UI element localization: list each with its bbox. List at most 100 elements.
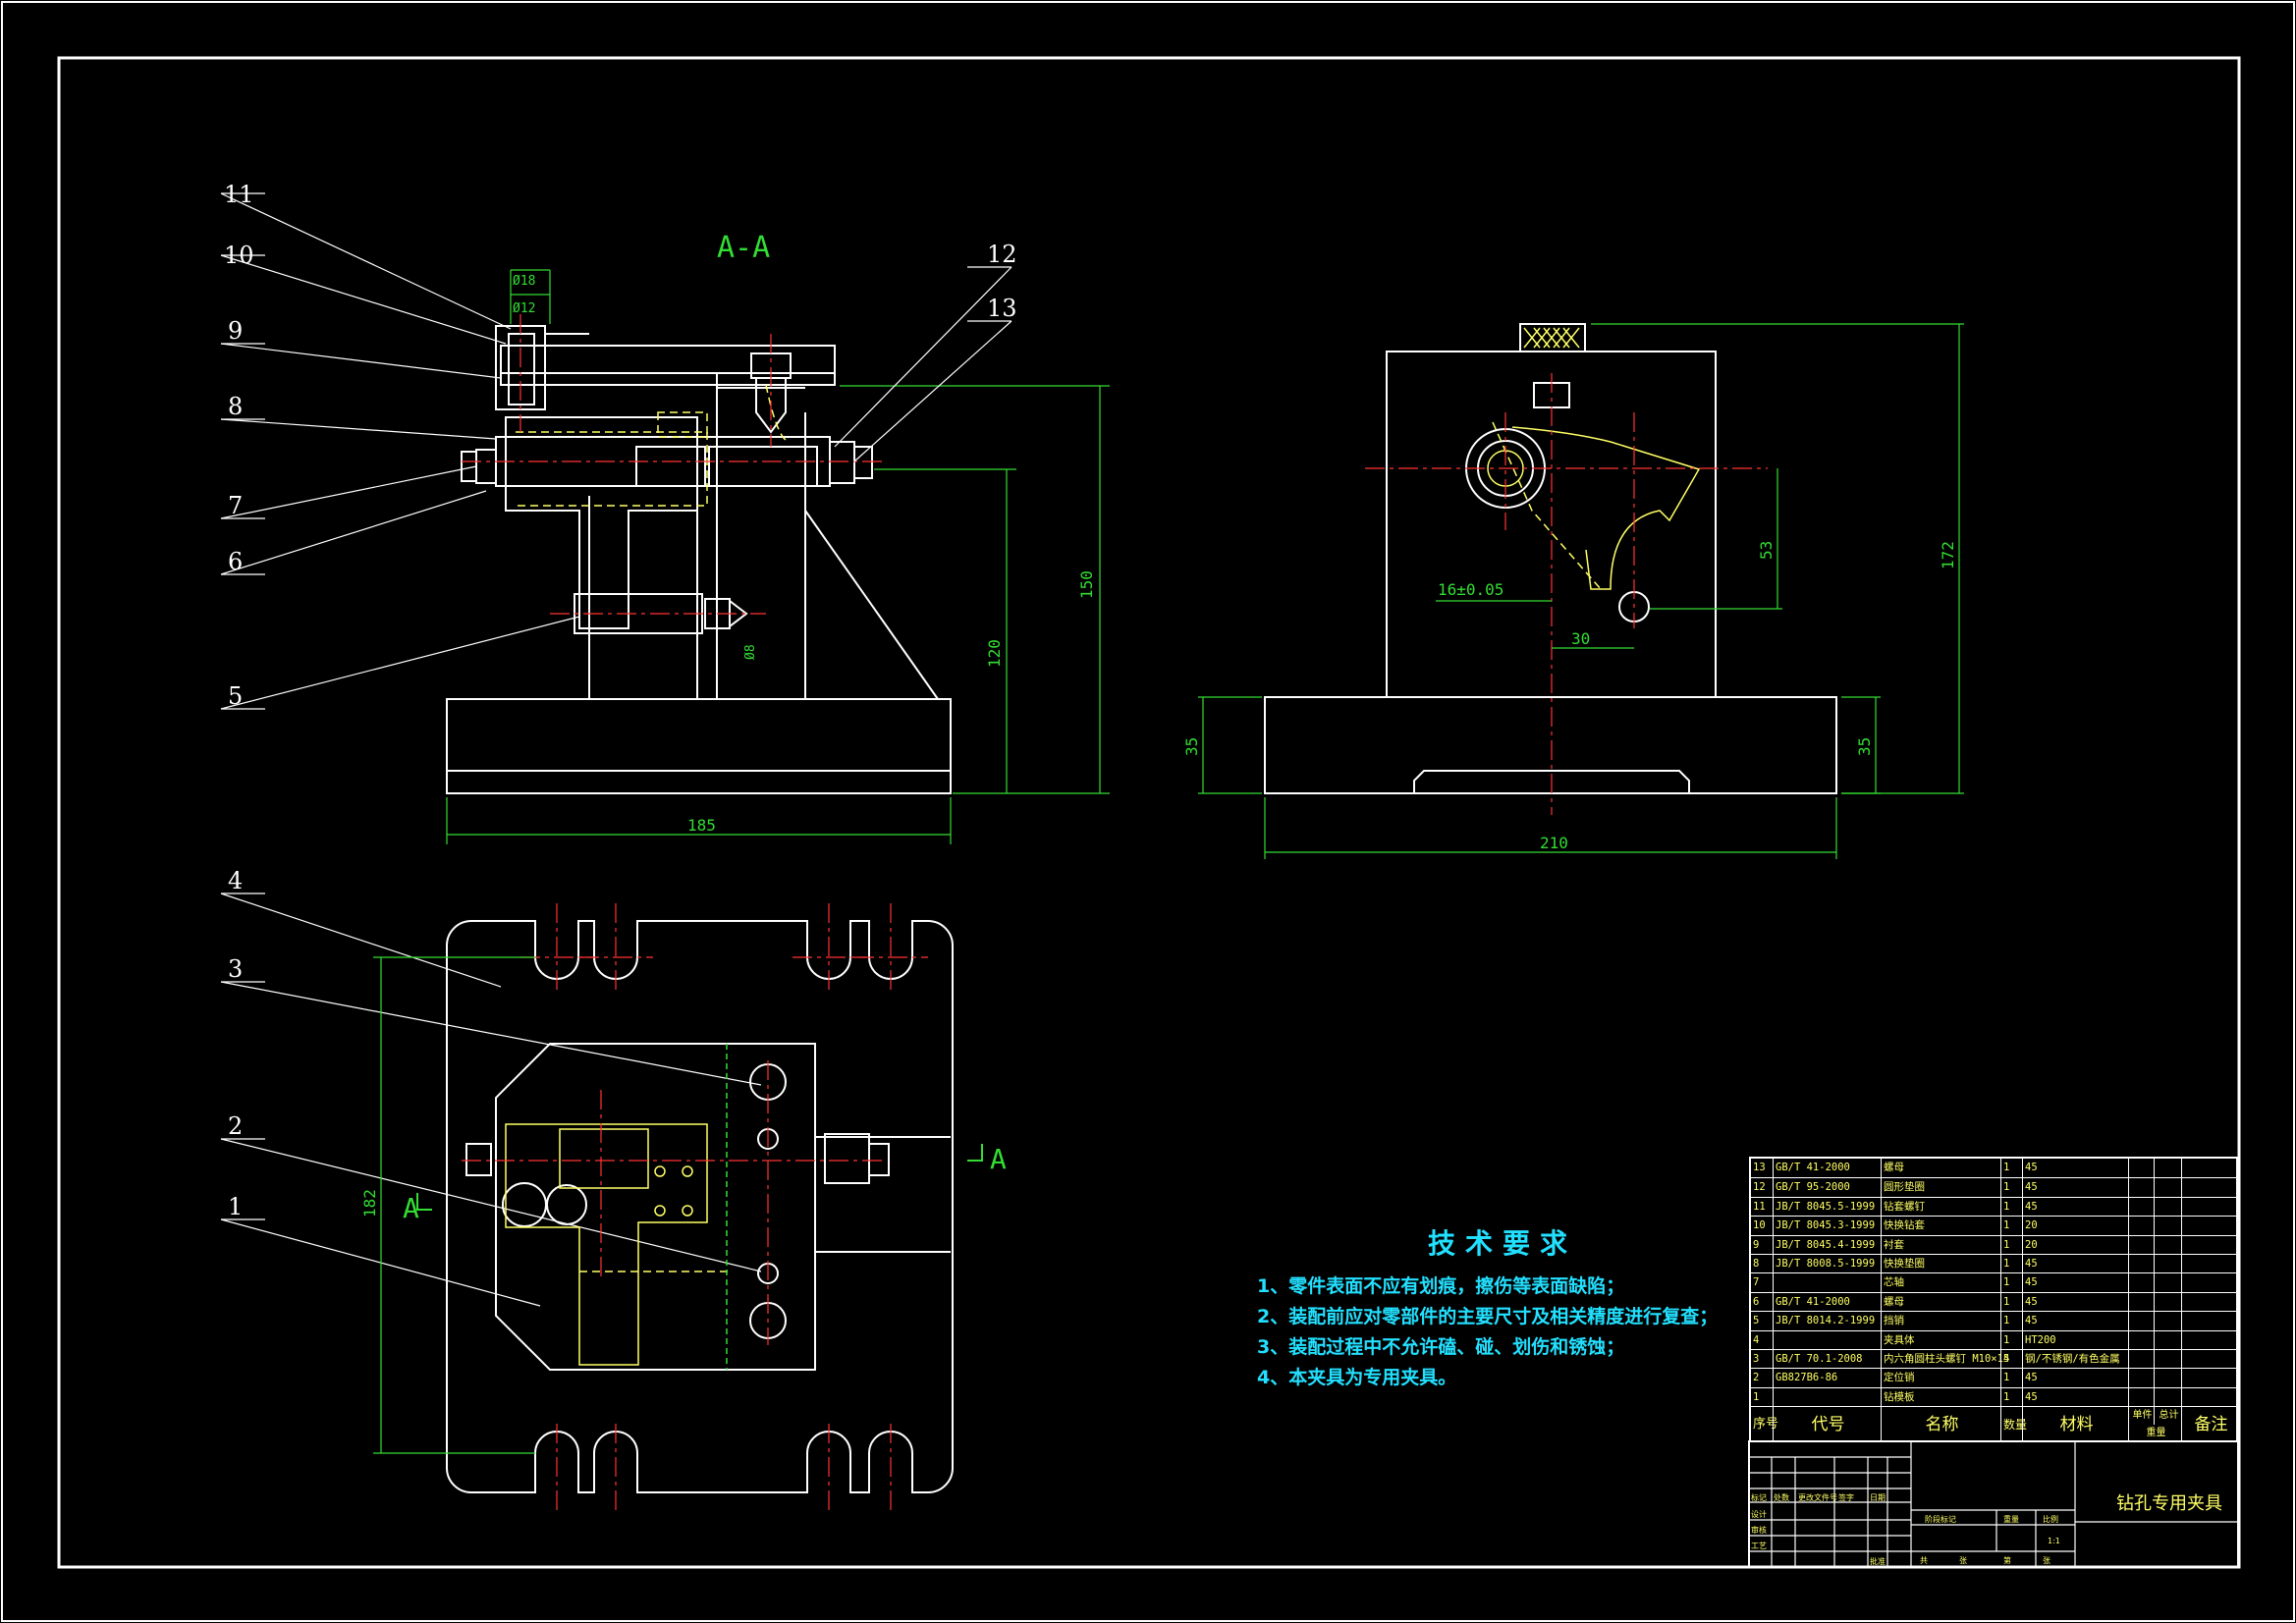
bom-cell-empty: [2128, 1178, 2154, 1198]
balloon-leaders: [220, 192, 1012, 1307]
balloon-13: 13: [987, 295, 1017, 322]
bom-cell-name: 内六角圆柱头螺钉 M10×15: [1881, 1350, 2009, 1370]
tb-cell-5: 设计: [1751, 1509, 1767, 1519]
balloon-12: 12: [987, 241, 1017, 268]
bom-cell-code: JB/T 8014.2-1999: [1773, 1312, 1881, 1331]
bom-cell-empty: [2154, 1255, 2181, 1274]
dim-53: 53: [1757, 541, 1776, 560]
front-dimension-lines: [446, 269, 1110, 844]
bom-cell-code: GB/T 41-2000: [1773, 1159, 1881, 1178]
bom-cell-no: 10: [1753, 1219, 1766, 1232]
bom-cell-code: GB/T 70.1-2008: [1773, 1350, 1881, 1370]
bom-cell-empty: [2181, 1178, 2238, 1198]
tech-item-1: 1、零件表面不应有划痕，擦伤等表面缺陷；: [1257, 1275, 1625, 1297]
bom-cell-name: 螺母: [1881, 1159, 2000, 1178]
bom-cell-qty: 1: [2000, 1369, 2022, 1388]
bom-cell-mat: 45: [2022, 1387, 2128, 1407]
side-view: [1264, 323, 1837, 794]
tb-cell-6: 审核: [1751, 1525, 1767, 1535]
section-label: A-A: [717, 231, 770, 265]
bom-cell-empty: [2154, 1235, 2181, 1255]
bom-cell-empty: [2128, 1387, 2154, 1407]
bom-cell-empty: [2154, 1197, 2181, 1217]
bom-cell-empty: [2181, 1369, 2238, 1388]
balloon-11: 11: [224, 181, 254, 208]
bom-cell-qty: 1: [2000, 1387, 2022, 1407]
plan-view: [446, 920, 954, 1493]
bom-cell-no: 1: [1753, 1390, 1760, 1403]
bom-cell-empty: [2181, 1387, 2238, 1407]
bom-cell-name: 快换垫圈: [1881, 1255, 2000, 1274]
tb-cell-15: 张: [2043, 1556, 2050, 1565]
bom-cell-empty: [2128, 1217, 2154, 1236]
bom-cell-empty: [2128, 1159, 2154, 1178]
bom-cell-name: 定位销: [1881, 1369, 2000, 1388]
bom-header-name: 名称: [1881, 1407, 2000, 1442]
side-dimension-texts: 210 35 35 172 16±0.05 30 53: [1182, 541, 1957, 852]
bom-cell-code: GB827B6-86: [1773, 1369, 1881, 1388]
section-mark-left: A: [403, 1192, 419, 1224]
tb-cell-2: 更改文件号: [1798, 1492, 1837, 1502]
bom-cell-code: GB/T 95-2000: [1773, 1178, 1881, 1198]
side-centerlines: [1365, 373, 1768, 815]
bom-cell-name: 螺母: [1881, 1292, 2000, 1312]
balloon-2: 2: [228, 1112, 243, 1140]
bom-cell-empty: [2154, 1330, 2181, 1350]
dim-bore-18: Ø18: [513, 274, 535, 289]
bom-cell-mat: 45: [2022, 1197, 2128, 1217]
bom-cell-name: 芯轴: [1881, 1273, 2000, 1293]
bom-cell-empty: [2154, 1178, 2181, 1198]
bom-cell-empty: [2128, 1350, 2154, 1370]
bom-cell-empty: [2154, 1387, 2181, 1407]
front-dimension-texts: 185 150 120 Ø18 Ø12 Ø8: [513, 274, 1096, 835]
bom-cell-name: 快换钻套: [1881, 1217, 2000, 1236]
front-centerlines: [462, 314, 884, 615]
bom-cell-qty: 1: [2000, 1255, 2022, 1274]
bom-header-row: 序号 代号 名称 数量 材料 单件 总计 重量 备注: [1751, 1406, 2238, 1442]
tech-item-3: 3、装配过程中不允许磕、碰、划伤和锈蚀；: [1257, 1336, 1625, 1358]
bom-cell-qty: 4: [2000, 1350, 2022, 1370]
dim-30: 30: [1571, 629, 1590, 648]
bom-cell-mat: 45: [2022, 1369, 2128, 1388]
plan-dimension-lines: [373, 956, 535, 1454]
bom-cell-empty: [2128, 1235, 2154, 1255]
bom-cell-empty: [2181, 1255, 2238, 1274]
dim-16: 16±0.05: [1438, 580, 1503, 599]
dim-120: 120: [985, 639, 1004, 668]
bom-cell-no: 5: [1753, 1315, 1760, 1327]
technical-requirements: 技术要求 1、零件表面不应有划痕，擦伤等表面缺陷； 2、装配前应对零部件的主要尺…: [1257, 1222, 1748, 1393]
side-dimension-lines: [1198, 323, 1964, 859]
bom-cell-qty: 1: [2000, 1330, 2022, 1350]
bom-cell-name: 圆形垫圈: [1881, 1178, 2000, 1198]
bom-cell-empty: [2154, 1159, 2181, 1178]
bom-cell-empty: [2181, 1330, 2238, 1350]
bom-cell-no: 3: [1753, 1353, 1760, 1365]
bom-header-remark: 备注: [2181, 1407, 2238, 1442]
dim-182: 182: [360, 1189, 379, 1217]
bom-cell-empty: [2128, 1330, 2154, 1350]
bom-cell-empty: [2181, 1292, 2238, 1312]
balloon-7: 7: [228, 492, 243, 519]
title-block-texts: 标记 处数 更改文件号 签字 日期 设计 审核 工艺 批准 阶段标记 重量 比例…: [1751, 1492, 2060, 1566]
bom-header-total: 总计: [2154, 1407, 2181, 1425]
bom-cell-no: 2: [1753, 1372, 1760, 1384]
bom-cell-no: 9: [1753, 1238, 1760, 1251]
bom-cell-empty: [2128, 1312, 2154, 1331]
bom-cell-qty: 1: [2000, 1159, 2022, 1178]
bom-cell-name: 钻模板: [1881, 1387, 2000, 1407]
bom-cell-mat: 20: [2022, 1217, 2128, 1236]
tb-cell-3: 签字: [1838, 1492, 1854, 1502]
bom-cell-no: 7: [1753, 1276, 1760, 1289]
bom-cell-mat: 钢/不锈钢/有色金属: [2022, 1350, 2128, 1370]
front-hidden-lines: [516, 384, 787, 507]
